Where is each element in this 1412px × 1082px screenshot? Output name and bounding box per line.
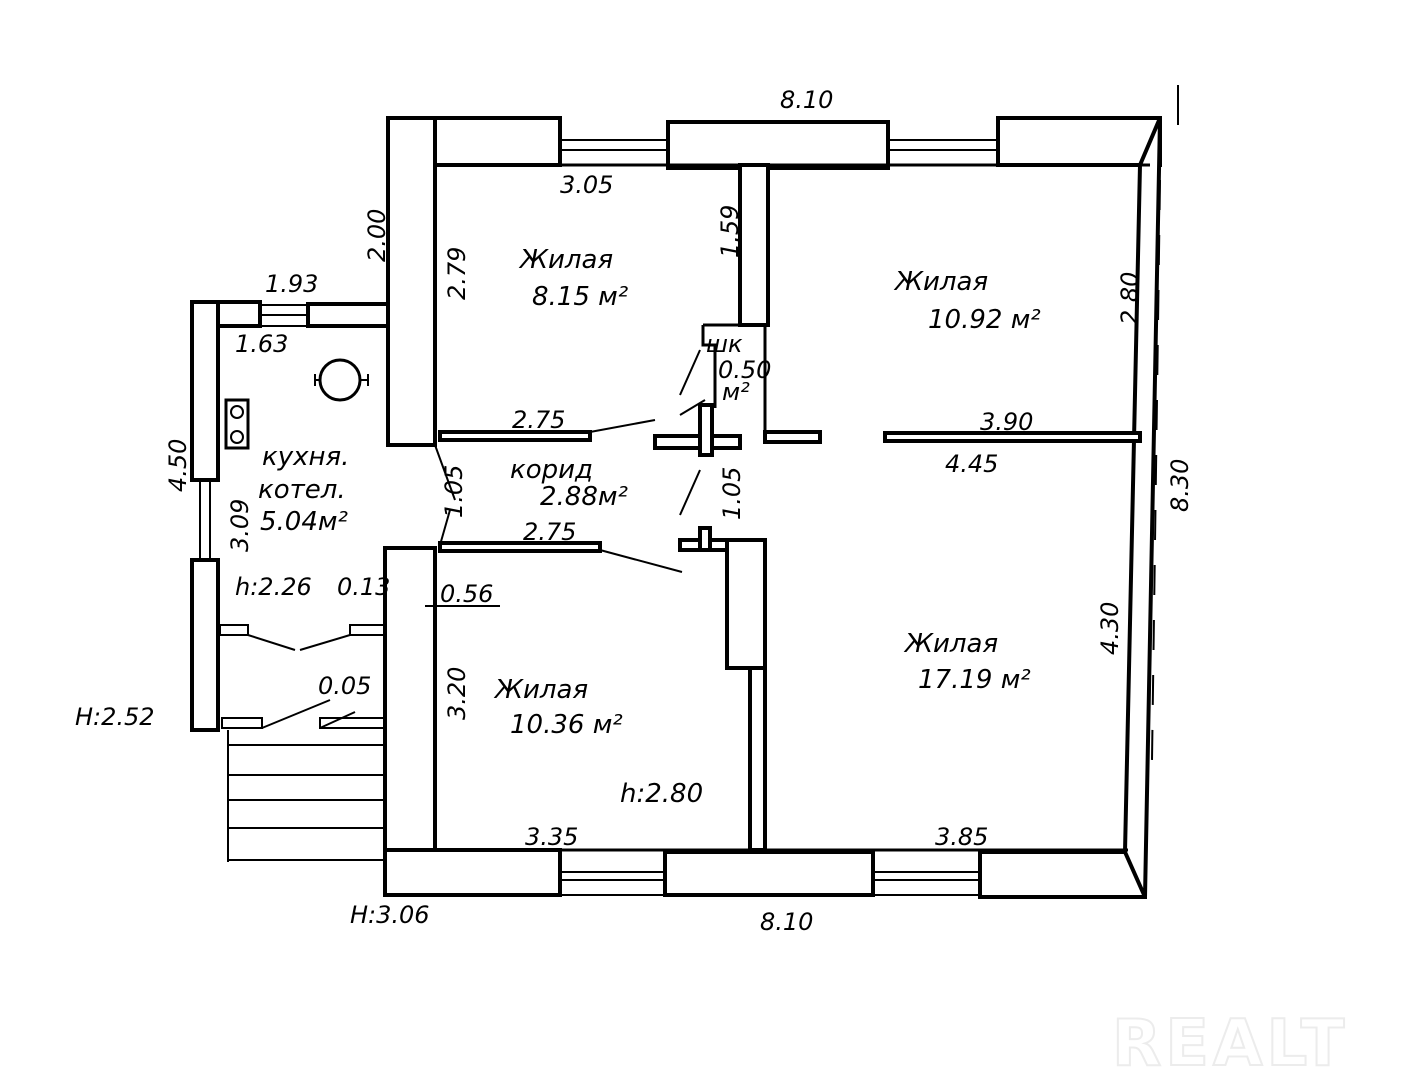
- dim-partition: 1.59: [716, 205, 744, 258]
- room-name: шк: [706, 330, 743, 358]
- dim-h-bottom: H:3.06: [350, 901, 430, 929]
- dim-right-total: 8.30: [1166, 459, 1194, 512]
- stove-icon: [224, 398, 250, 450]
- dim-kitchen-top-outer: 1.93: [265, 270, 318, 298]
- dim-room2-right: 2.80: [1116, 272, 1144, 325]
- boiler-icon: [318, 358, 362, 402]
- room-area: 5.04м²: [260, 507, 348, 537]
- room-name: Жилая: [518, 245, 613, 275]
- room-name: корид: [510, 455, 593, 485]
- dim-room4-bottom: 3.85: [935, 823, 988, 851]
- dim-kitchen-left-inner: 3.09: [226, 499, 254, 552]
- dim-room3-left: 3.20: [443, 667, 471, 720]
- room-living-4: Жилая 17.19 м²: [903, 629, 1031, 695]
- kitchen-walls: [190, 300, 390, 732]
- room-name: кухня.: [262, 442, 349, 472]
- room-closet: шк 0.50 м²: [706, 330, 771, 406]
- room-area: 10.36 м²: [510, 710, 623, 740]
- room-unit: м²: [722, 378, 750, 406]
- dim-room3-bottom: 3.35: [525, 823, 578, 851]
- dim-bottom-total: 8.10: [760, 908, 813, 936]
- dim-left-upper: 2.00: [363, 209, 391, 262]
- dim-door-right: 1.05: [718, 467, 746, 520]
- windows: [560, 139, 998, 896]
- room-name: Жилая: [893, 267, 988, 297]
- room-area: 2.88м²: [540, 482, 628, 512]
- main-walls: [383, 116, 1162, 899]
- room-corridor: корид 2.88м²: [510, 455, 628, 512]
- dim-kitchen-left-outer: 4.50: [164, 439, 192, 492]
- room-name: котел.: [258, 475, 346, 505]
- room-living-2: Жилая 10.92 м²: [893, 267, 1041, 335]
- kitchen-fixtures: [224, 358, 369, 450]
- dim-corridor-top: 2.75: [512, 406, 565, 434]
- dim-h-left: H:2.52: [75, 703, 155, 731]
- dim-kitchen-top-inner: 1.63: [235, 330, 288, 358]
- room-name: Жилая: [903, 629, 998, 659]
- dim-room1-left: 2.79: [443, 247, 471, 300]
- dim-room4-top: 4.45: [945, 450, 998, 478]
- dim-room1-top: 3.05: [560, 171, 613, 199]
- porch: [219, 624, 386, 862]
- dim-room2-bottom: 3.90: [980, 408, 1033, 436]
- room-living-3: Жилая 10.36 м²: [493, 675, 623, 740]
- dimension-labels: 8.10 8.10 8.30 2.00 3.05 2.79 1.59 2.80 …: [75, 86, 1194, 936]
- room-area: 0.50: [718, 356, 771, 384]
- dim-room3-height: h:2.80: [620, 779, 703, 809]
- room-kitchen: кухня. котел. 5.04м²: [258, 442, 349, 537]
- dim-door-left: 1.05: [440, 465, 468, 518]
- watermark-logo: REALT: [1112, 1007, 1348, 1081]
- room-name: Жилая: [493, 675, 588, 705]
- room-living-1: Жилая 8.15 м²: [518, 245, 628, 312]
- room-area: 17.19 м²: [918, 665, 1031, 695]
- interior-walls: [425, 163, 1142, 852]
- dim-room4-right: 4.30: [1096, 602, 1124, 655]
- dimension-lines: [1151, 85, 1179, 761]
- dim-step-2: 0.05: [318, 672, 371, 700]
- dim-corridor-bottom: 2.75: [523, 518, 576, 546]
- dim-step-1: 0.13: [337, 573, 390, 601]
- dim-offset: 0.56: [440, 580, 493, 608]
- dim-top-total: 8.10: [780, 86, 833, 114]
- room-area: 10.92 м²: [928, 305, 1041, 335]
- dim-kitchen-height: h:2.26: [235, 573, 312, 601]
- room-area: 8.15 м²: [532, 282, 628, 312]
